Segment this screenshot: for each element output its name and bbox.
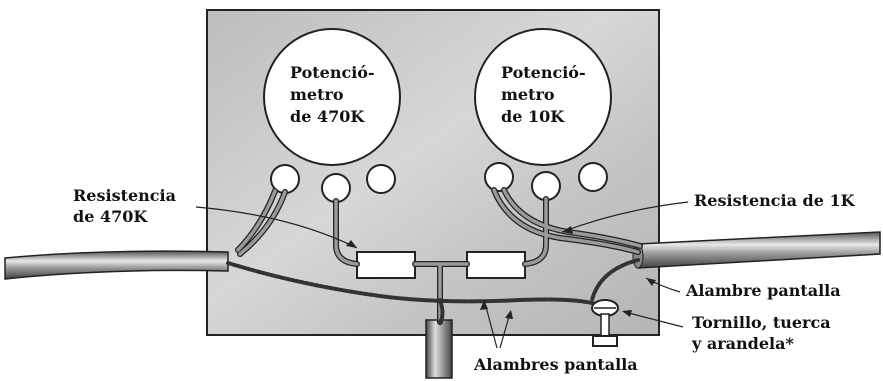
pot-470k-terminal [321,173,351,203]
screw-label-line1: Tornillo, tuerca [692,313,831,332]
resistor-470k [356,251,416,279]
resistor-470k-label-line1: Resistencia [73,186,176,205]
pot-10k-terminal [531,171,561,201]
resistor-470k-label-line2: de 470K [73,207,148,226]
pot-470k-terminal [366,164,396,194]
screw-label-line2: y arandela* [691,334,794,353]
shield-wire-label: Alambre pantalla [685,281,841,300]
left-cable [4,250,229,280]
pot-470k-label-line1: Potenció- [290,63,375,82]
potentiometer-470k [263,28,401,166]
resistor-1k [466,251,526,279]
pot-10k-label-line2: metro [501,85,555,104]
pot-470k-label-line3: de 470K [290,107,365,126]
pot-10k-terminal [578,162,608,192]
pot-10k-label-line1: Potenció- [501,63,586,82]
screw-nut-washer [591,299,619,347]
pot-470k-label-line2: metro [290,85,344,104]
potentiometer-10k [474,28,612,166]
pot-10k-label-line3: de 10K [501,107,565,126]
shield-wires-label: Alambres pantalla [473,355,638,374]
resistor-1k-label: Resistencia de 1K [694,191,856,210]
wires [226,187,643,325]
pot-10k-terminal [484,162,514,192]
pointer-lines [195,201,689,349]
bottom-cable [425,319,453,379]
right-cable [637,231,881,269]
